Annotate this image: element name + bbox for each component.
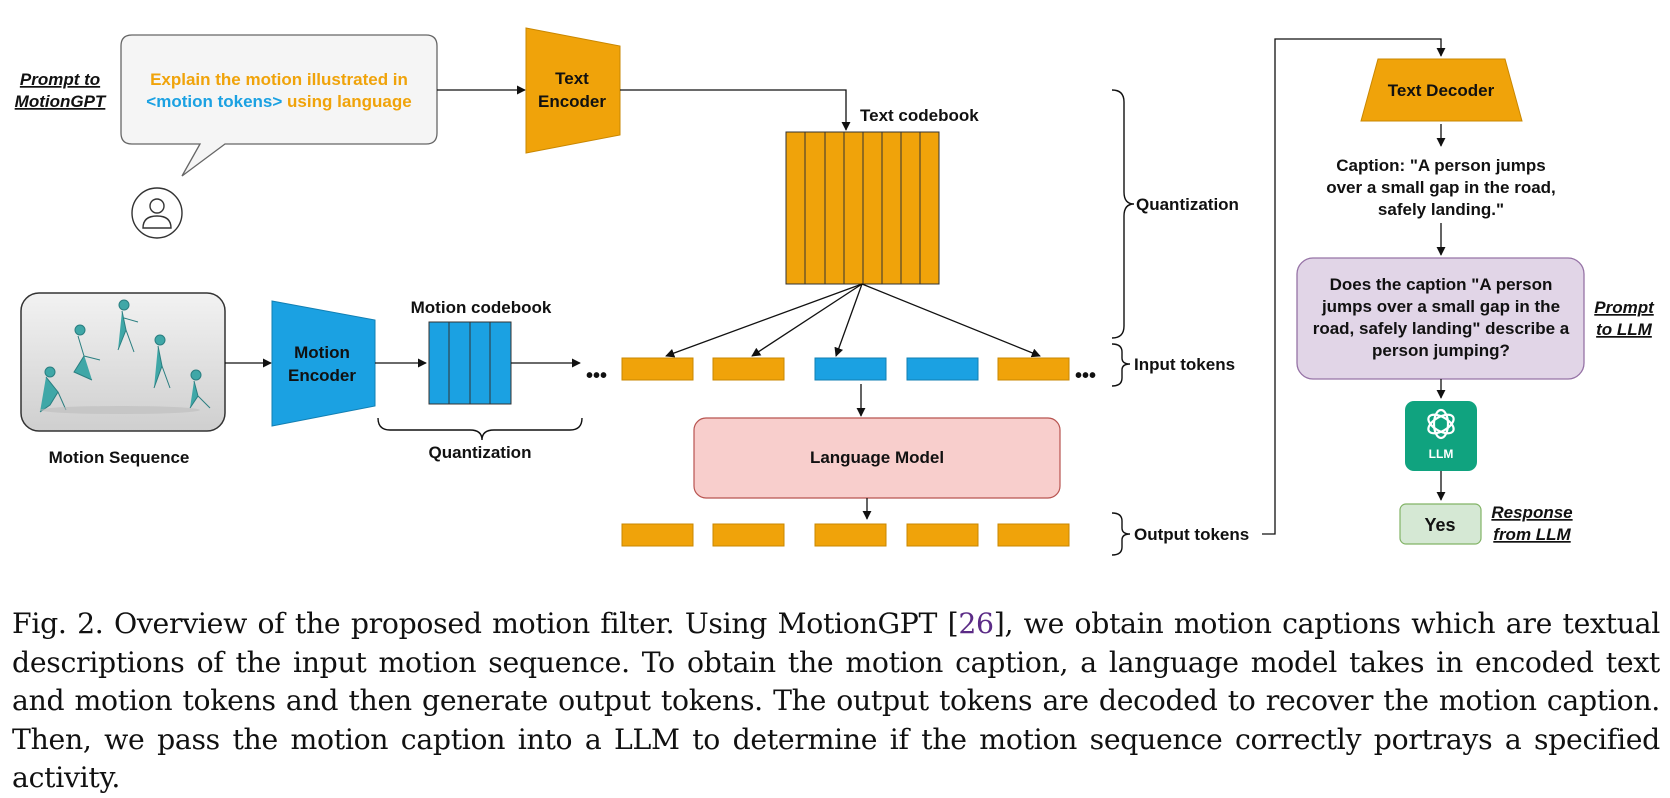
input-token-motion [814,357,887,381]
quantization-brace-right: Quantization [1111,89,1239,339]
prompt-to-motiongpt-label: Prompt to MotionGPT [15,70,107,111]
quantization-brace-bottom: Quantization [377,417,583,462]
speech-line1: Explain the motion illustrated in [150,70,408,89]
output-token [621,523,694,547]
input-token-motion [906,357,979,381]
output-tokens-label: Output tokens [1134,525,1249,544]
motion-tokens-placeholder: <motion tokens> [146,92,282,111]
caption-line3: safely landing." [1378,200,1504,219]
motion-sequence-label: Motion Sequence [49,448,190,467]
input-tokens-brace: Input tokens [1111,343,1235,387]
question-line1: Does the caption "A person [1330,275,1553,294]
codebook-to-token-arrows [665,283,1041,358]
question-line4: person jumping? [1372,341,1510,360]
input-token-text [712,357,785,381]
diagram-canvas: Prompt to MotionGPT Explain the motion i… [15,27,1655,556]
text-decoder: Text Decoder [1360,58,1523,122]
input-token-text [621,357,694,381]
user-icon [131,187,183,239]
motion-encoder: Motion Encoder [271,300,376,427]
speech-line2-rest: using language [282,92,411,111]
response-from-llm-label: Response from LLM [1491,503,1572,544]
text-encoder-label-1: Text [555,69,589,88]
response-line1: Response [1491,503,1572,522]
decoded-caption: Caption: "A person jumps over a small ga… [1326,156,1556,219]
motion-codebook [428,321,512,405]
llm-icon: LLM [1405,401,1477,471]
arrow-output-to-decoder [1262,38,1446,535]
prompt-label-line1: Prompt to [20,70,100,89]
language-model-label: Language Model [810,448,944,467]
llm-icon-label: LLM [1429,447,1454,461]
output-tokens-brace: Output tokens [1111,512,1249,556]
prompt-label-line2: MotionGPT [15,92,107,111]
quantization-right-label: Quantization [1136,195,1239,214]
input-tokens-row [621,357,1070,381]
text-decoder-label: Text Decoder [1388,81,1495,100]
ellipsis-left: ••• [586,365,607,387]
caption-body: ], we obtain motion captions which are t… [12,607,1660,794]
text-encoder: Text Encoder [525,27,621,154]
input-tokens-label: Input tokens [1134,355,1235,374]
speech-bubble: Explain the motion illustrated in <motio… [120,34,438,177]
input-token-text [997,357,1070,381]
prompt-llm-line2: to LLM [1596,320,1653,339]
text-codebook-label: Text codebook [860,106,979,125]
ellipsis-right: ••• [1075,365,1096,387]
output-token [814,523,887,547]
caption-line1: Caption: "A person jumps [1336,156,1546,175]
llm-prompt-box: Does the caption "A person jumps over a … [1296,257,1585,380]
prompt-llm-line1: Prompt [1594,298,1655,317]
question-line3: road, safely landing" describe a [1313,319,1570,338]
motion-encoder-label-2: Encoder [288,366,356,385]
output-token [712,523,785,547]
yes-label: Yes [1424,515,1455,535]
llm-response-box: Yes [1399,503,1482,545]
output-token [997,523,1070,547]
question-line2: jumps over a small gap in the [1321,297,1560,316]
text-encoder-label-2: Encoder [538,92,606,111]
quantization-bottom-label: Quantization [429,443,532,462]
motion-sequence-image [20,292,226,432]
citation-link[interactable]: 26 [958,607,994,640]
motion-codebook-label: Motion codebook [411,298,552,317]
caption-line2: over a small gap in the road, [1326,178,1556,197]
output-token [906,523,979,547]
figure-caption: Fig. 2. Overview of the proposed motion … [12,605,1660,798]
arrow-encoder-to-text-codebook [620,89,851,131]
speech-line2: <motion tokens> using language [146,92,411,111]
motion-encoder-label-1: Motion [294,343,350,362]
prompt-to-llm-label: Prompt to LLM [1594,298,1655,339]
response-line2: from LLM [1493,525,1571,544]
text-codebook [785,131,940,285]
language-model-box: Language Model [693,417,1061,499]
caption-prefix: Fig. 2. Overview of the proposed motion … [12,607,959,640]
output-tokens-row [621,523,1070,547]
openai-logo-icon [1427,408,1455,440]
